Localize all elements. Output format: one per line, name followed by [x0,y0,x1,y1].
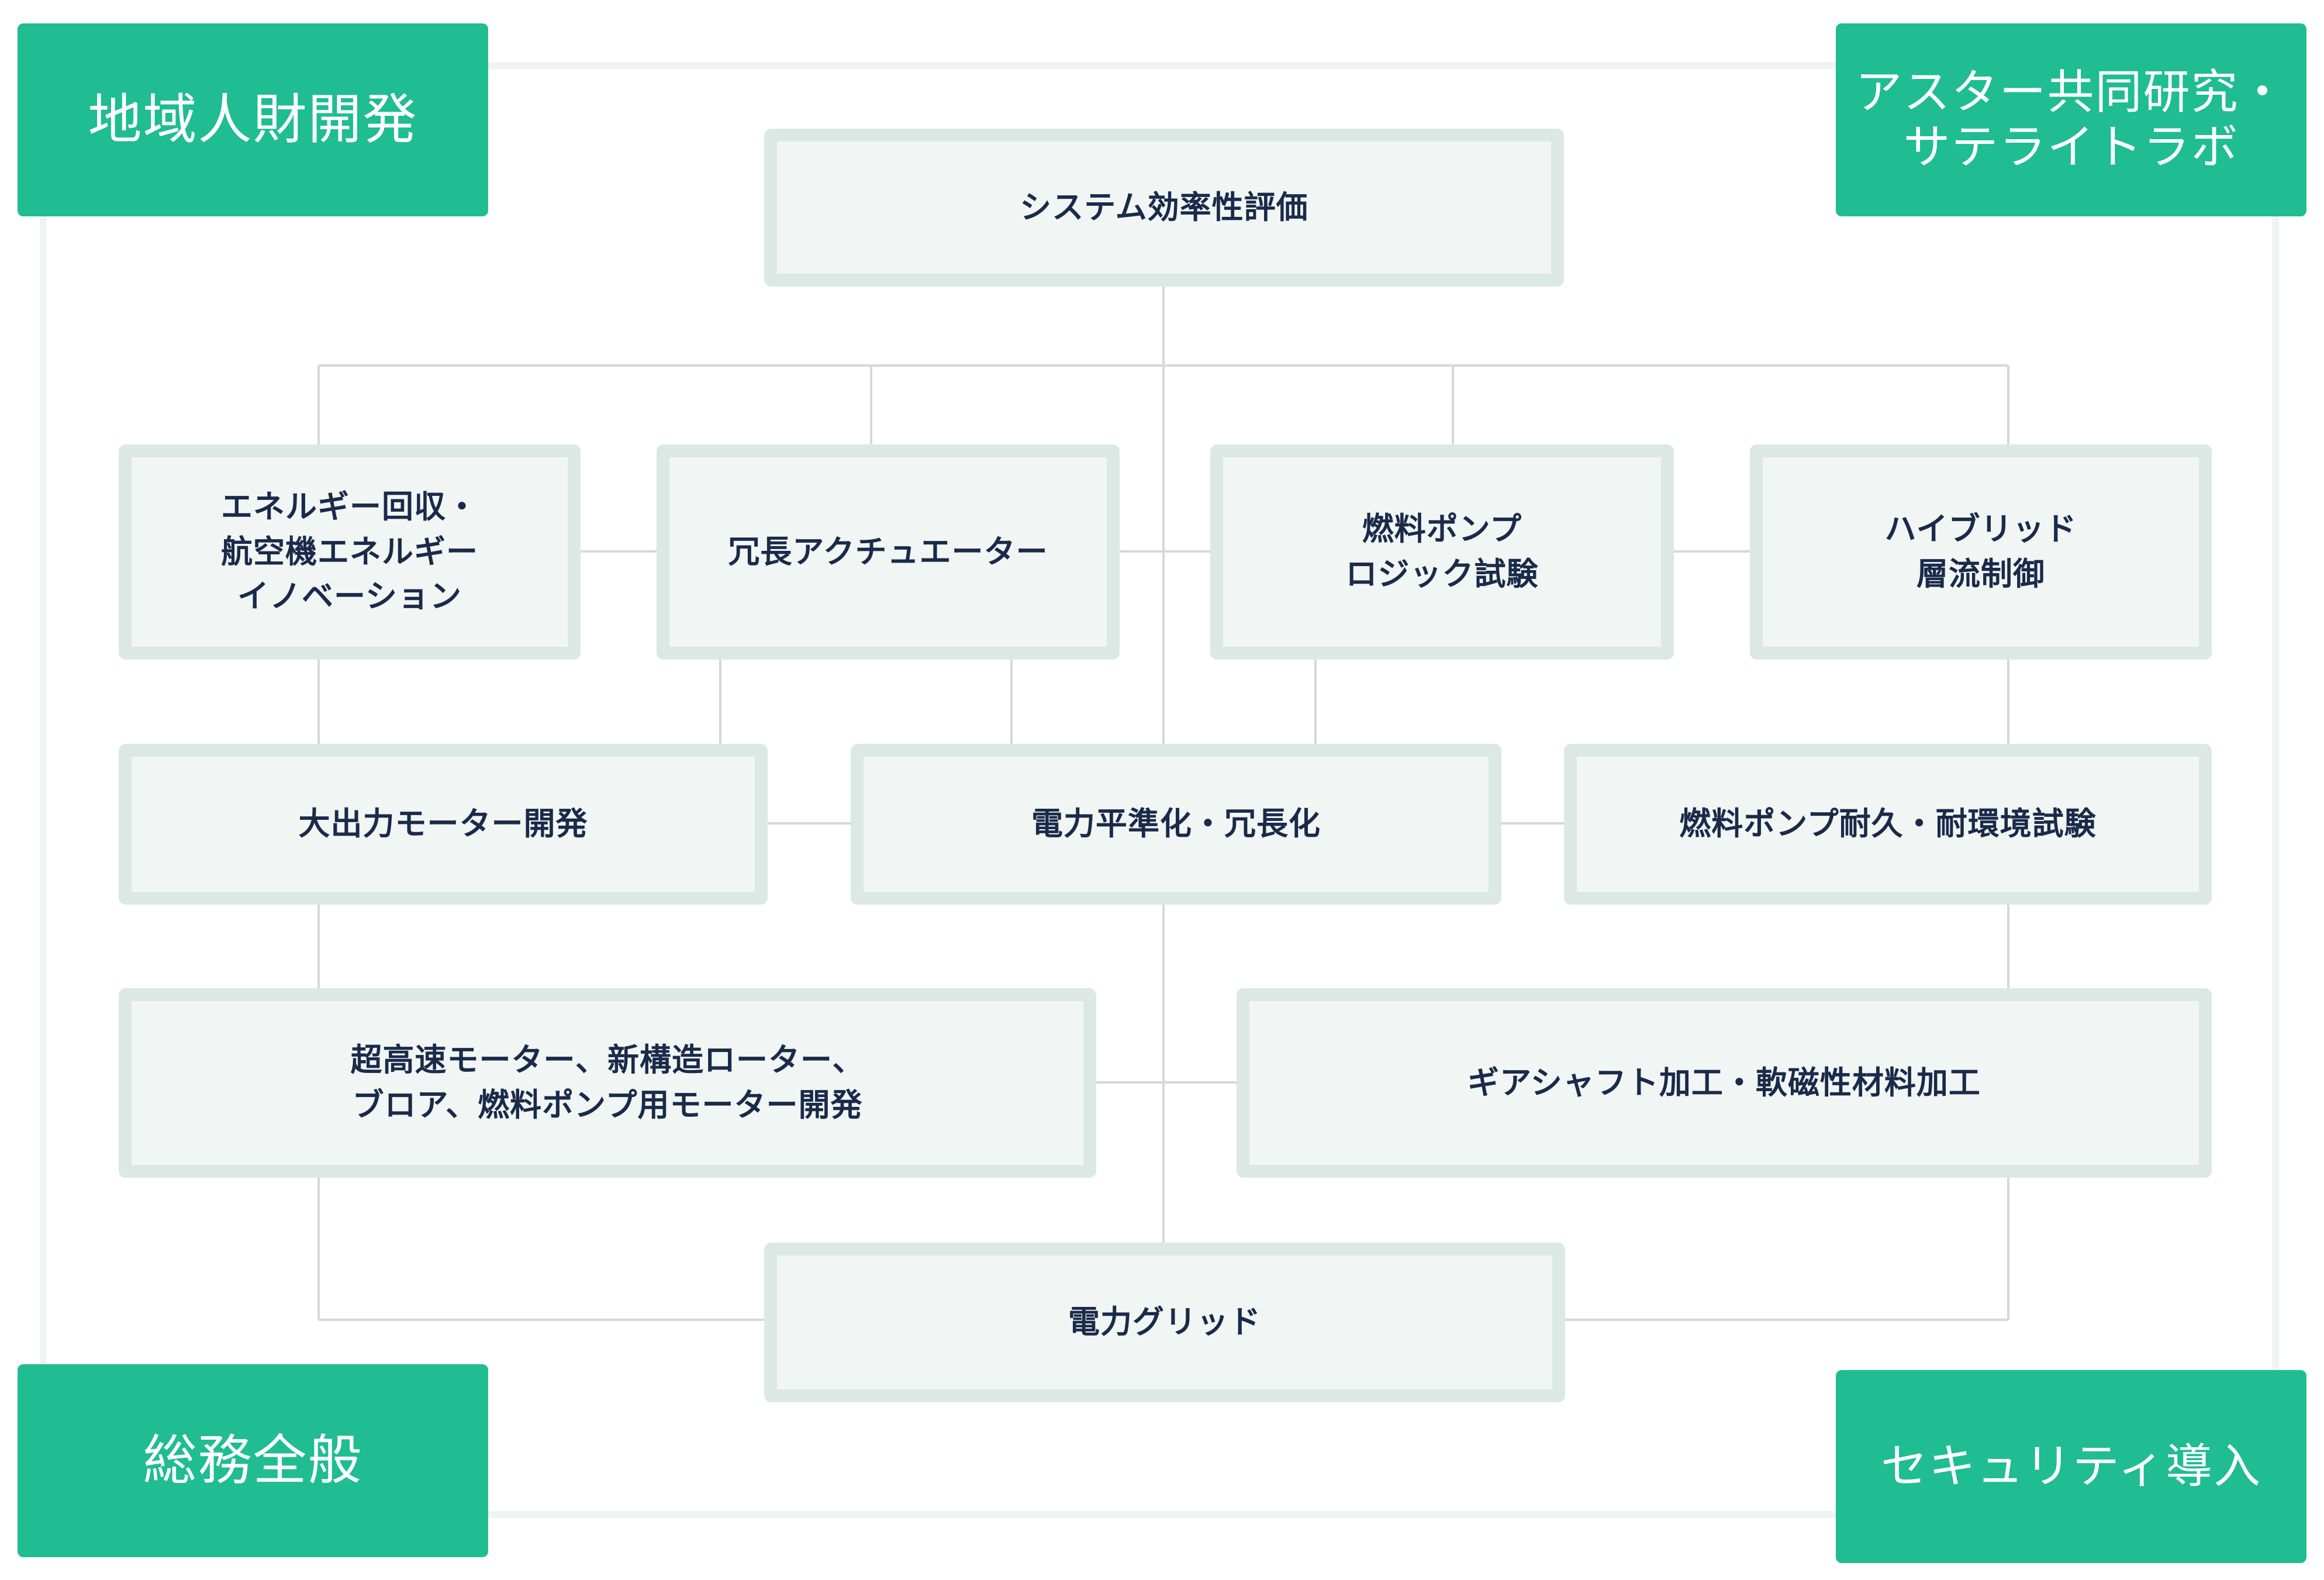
node-redundant-actuator-label: 冗長アクチュエーター [728,533,1048,570]
corner-bottom-left-label: 総務全般 [143,1429,363,1492]
node-fuel-pump-durability-label: 燃料ポンプ耐久・耐環境試験 [1679,805,2097,843]
corner-top-left: 地域人財開発 [18,23,488,216]
node-fuel-pump-logic-label: 燃料ポンプ ロジック試験 [1345,510,1539,592]
node-gear-shaft: ギアシャフト加工・軟磁性材料加工 [1237,988,2212,1178]
node-energy-recovery-label: エネルギー回収・ 航空機エネルギー イノベーション [221,488,478,615]
node-power-leveling-label: 電力平準化・冗長化 [1031,805,1321,843]
outer-frame [40,62,2279,1518]
corner-top-left-label: 地域人財開発 [88,88,418,151]
node-ultra-high-speed-motor: 超高速モーター、新構造ローター、 ブロア、燃料ポンプ用モーター開発 [119,988,1096,1178]
corner-bottom-right: セキュリティ導入 [1836,1370,2306,1563]
node-hybrid-laminar: ハイブリッド 層流制御 [1750,444,2212,660]
node-fuel-pump-durability: 燃料ポンプ耐久・耐環境試験 [1564,744,2212,905]
node-power-grid: 電力グリッド [764,1243,1565,1402]
node-fuel-pump-logic: 燃料ポンプ ロジック試験 [1210,444,1674,660]
corner-bottom-right-label: セキュリティ導入 [1880,1438,2262,1493]
node-system-eval-label: システム効率性評価 [1020,188,1308,226]
node-ultra-high-speed-motor-label: 超高速モーター、新構造ローター、 ブロア、燃料ポンプ用モーター開発 [350,1041,865,1123]
node-power-leveling: 電力平準化・冗長化 [851,744,1501,905]
node-power-grid-label: 電力グリッド [1068,1303,1261,1341]
corner-top-right-label: アスター共同研究・ サテライトラボ [1855,64,2287,174]
node-redundant-actuator: 冗長アクチュエーター [657,444,1120,660]
corner-bottom-left: 総務全般 [18,1364,488,1557]
node-energy-recovery: エネルギー回収・ 航空機エネルギー イノベーション [119,444,581,660]
node-gear-shaft-label: ギアシャフト加工・軟磁性材料加工 [1467,1064,1981,1101]
node-system-eval: システム効率性評価 [764,129,1564,287]
corner-top-right: アスター共同研究・ サテライトラボ [1836,23,2306,216]
node-high-output-motor: 大出力モーター開発 [119,744,768,905]
node-hybrid-laminar-label: ハイブリッド 層流制御 [1884,510,2077,592]
node-high-output-motor-label: 大出力モーター開発 [298,805,588,843]
